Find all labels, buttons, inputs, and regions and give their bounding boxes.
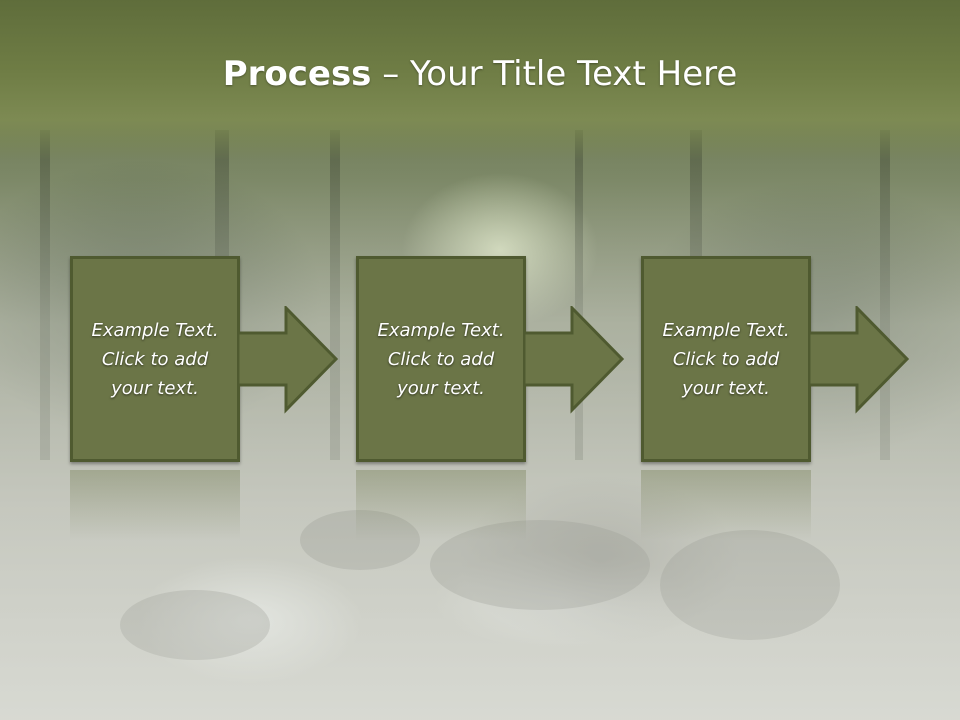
process-step-1: Example Text. Click to add your text.	[70, 256, 340, 468]
process-step-2: Example Text. Click to add your text.	[356, 256, 626, 468]
step-2-text: Example Text. Click to add your text.	[377, 319, 505, 399]
right-arrow-icon	[809, 306, 909, 414]
step-2-reflection	[356, 470, 526, 540]
step-3-text-box[interactable]: Example Text. Click to add your text.	[641, 256, 811, 462]
right-arrow-icon	[524, 306, 624, 414]
step-1-reflection	[70, 470, 240, 540]
step-3-text: Example Text. Click to add your text.	[662, 319, 790, 399]
slide-title[interactable]: Process – Your Title Text Here	[0, 52, 960, 96]
right-arrow-icon	[238, 306, 338, 414]
process-step-3: Example Text. Click to add your text.	[641, 256, 911, 468]
step-3-reflection	[641, 470, 811, 540]
title-band	[0, 0, 960, 160]
step-1-text-box[interactable]: Example Text. Click to add your text.	[70, 256, 240, 462]
title-bold: Process	[222, 54, 372, 94]
step-2-text-box[interactable]: Example Text. Click to add your text.	[356, 256, 526, 462]
step-1-text: Example Text. Click to add your text.	[91, 319, 219, 399]
title-text: – Your Title Text Here	[371, 54, 738, 94]
